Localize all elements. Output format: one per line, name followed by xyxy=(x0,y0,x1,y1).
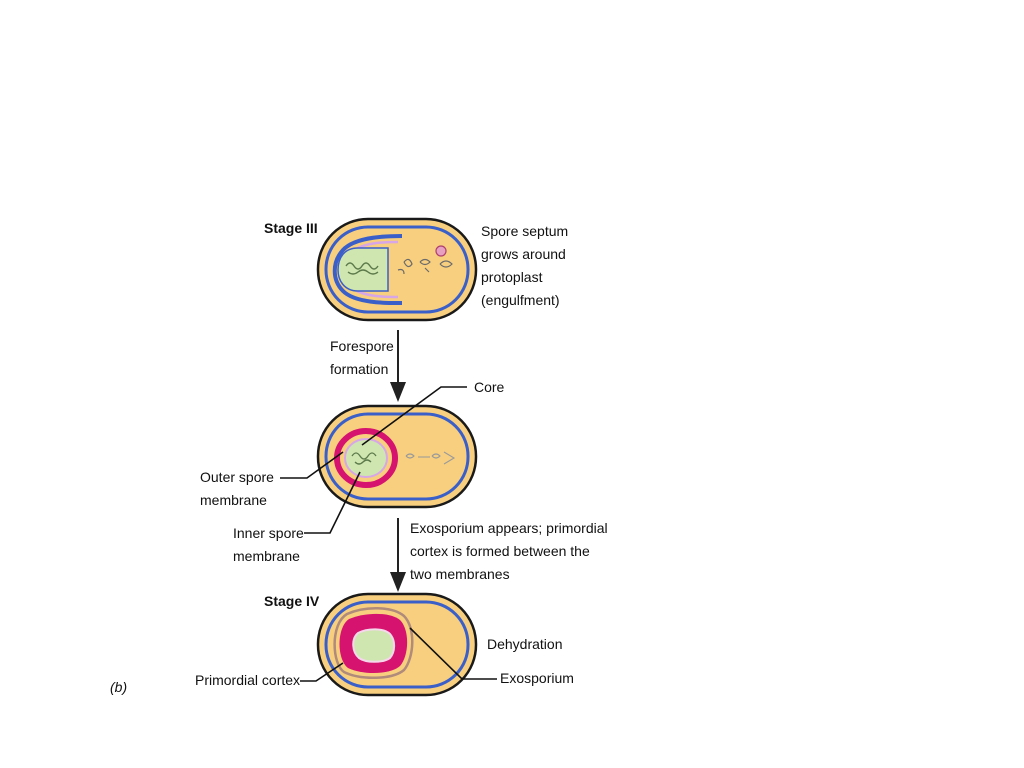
forespore-formation-label: Forespore formation xyxy=(330,335,394,381)
stage-iv-label: Stage IV xyxy=(264,593,320,609)
forespore-line-1: Forespore xyxy=(330,338,394,354)
stage-iii-membrane xyxy=(324,225,470,314)
leader-exosporium xyxy=(409,627,497,680)
spore-septum-line-3: protoplast xyxy=(481,269,543,285)
primordial-cortex-label: Primordial cortex xyxy=(195,672,301,688)
forespore-cell xyxy=(316,404,478,509)
inner-spore-line-1: Inner spore xyxy=(233,525,304,541)
stage-iv-cell xyxy=(316,592,478,697)
stage-iii-nucleoid-a xyxy=(397,258,413,275)
outer-spore-line-1: Outer spore xyxy=(200,469,274,485)
stage-iii-nucleoid-c xyxy=(439,260,453,268)
exosporium-appears-line-2: cortex is formed between the xyxy=(410,543,590,559)
spore-septum-line-2: grows around xyxy=(481,246,566,262)
forespore-line-2: formation xyxy=(330,361,389,377)
outer-spore-line-2: membrane xyxy=(200,492,267,508)
leader-core xyxy=(361,386,467,446)
spore-septum-line-4: (engulfment) xyxy=(481,292,560,308)
stage-iv-core xyxy=(352,628,396,663)
exosporium-appears-line-1: Exosporium appears; primordial xyxy=(410,520,608,536)
spore-septum-label: Spore septum grows around protoplast (en… xyxy=(481,220,568,312)
inner-spore-label: Inner spore membrane xyxy=(233,522,304,568)
panel-letter: (b) xyxy=(110,679,128,695)
exosporium-label: Exosporium xyxy=(500,670,574,686)
stage-iv-exosporium xyxy=(333,607,414,680)
spore-septum-line-1: Spore septum xyxy=(481,223,569,239)
inner-spore-line-2: membrane xyxy=(233,548,300,564)
stage-iii-chromosome xyxy=(345,262,379,275)
exosporium-appears-label: Exosporium appears; primordial cortex is… xyxy=(410,517,608,586)
leader-primordial-cortex xyxy=(300,662,344,682)
forespore-membrane xyxy=(324,412,470,501)
stage-iii-cell-wall xyxy=(316,217,478,322)
stage-iii-ribosome xyxy=(435,245,447,257)
forespore-chromosome xyxy=(351,452,377,465)
leader-outer-spore xyxy=(280,451,344,479)
stage-iii-septum xyxy=(332,234,403,306)
leader-inner-spore xyxy=(304,471,361,534)
stage-iii-label: Stage III xyxy=(264,220,318,236)
outer-spore-label: Outer spore membrane xyxy=(200,466,274,512)
dehydration-label: Dehydration xyxy=(487,636,563,652)
exosporium-appears-line-3: two membranes xyxy=(410,566,510,582)
core-label: Core xyxy=(474,379,505,395)
forespore-outer-membrane xyxy=(334,428,398,488)
stage-iv-membrane xyxy=(324,600,470,689)
stage-iii-nucleoid-b xyxy=(419,258,431,273)
stage-iii-cell xyxy=(316,217,478,322)
mother-cell-remnant xyxy=(405,451,456,465)
